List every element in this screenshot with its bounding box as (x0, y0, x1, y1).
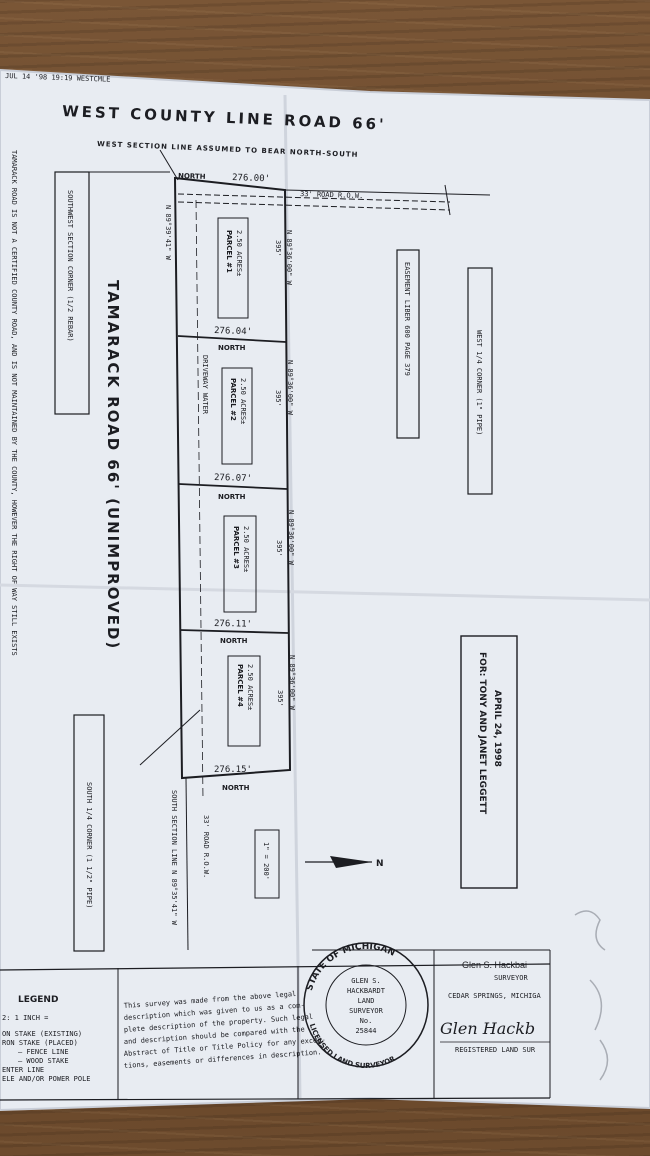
legend: LEGEND 2: 1 INCH = ON STAKE (EXISTING) R… (2, 995, 91, 1083)
easement-box (396, 249, 420, 439)
parcel-4-length: 395' (276, 690, 284, 707)
scale-box (254, 829, 280, 899)
surveyor-info: Glen S. Hackbai SURVEYOR CEDAR SPRINGS, … (440, 960, 550, 1054)
parcel-4-area: 2.50 ACRES± (246, 664, 254, 710)
north-label-top: NORTH (178, 172, 206, 181)
parcel-2-north: NORTH (218, 344, 246, 352)
paper-fold (0, 583, 650, 602)
row-note-south: 33' ROAD R.O.W. (202, 815, 210, 878)
surveyor-signature: Glen Hackb (440, 1019, 535, 1038)
parcel-2-name: PARCEL #2 (229, 378, 237, 421)
easement-text: EASEMENT LIBER 600 PAGE 379 (403, 262, 411, 376)
seal-center-line: SURVEYOR (349, 1007, 384, 1015)
parcel-1-west-bearing: N 89°39'41" W (164, 205, 172, 261)
row-note: 33' ROAD R.O.W. (300, 190, 363, 200)
parcel-3-north: NORTH (218, 493, 246, 501)
scale-text: 1" = 200' (262, 842, 270, 880)
client-date: APRIL 24, 1998 (492, 690, 502, 767)
south-corner-text: SOUTH 1/4 CORNER (1 1/2" PIPE) (85, 782, 93, 908)
legend-item: — WOOD STAKE (18, 1057, 69, 1065)
parcel-1: PARCEL #1 2.50 ACRES± 276.04' N 89°36'00… (164, 205, 293, 337)
road-name: TAMARACK ROAD 66' (UNIMPROVED) (104, 280, 122, 650)
legend-item: ON STAKE (EXISTING) (2, 1030, 82, 1038)
southwest-corner-text: SOUTHWEST SECTION CORNER (1/2 REBAR) (66, 190, 74, 342)
client-name: FOR: TONY AND JANET LEGGETT (477, 652, 487, 815)
surveyor-name: Glen S. Hackbai (462, 960, 527, 970)
parcel-2-bearing: N 89°36'00" W (286, 360, 294, 416)
legend-title: LEGEND (18, 995, 58, 1005)
driveway-label: DRIVEWAY WATER (201, 355, 209, 415)
top-width: 276.00' (232, 173, 270, 184)
parcel-4-width: 276.15' (214, 765, 252, 775)
parcel-4-name: PARCEL #4 (236, 664, 244, 707)
pencil-marks (574, 910, 609, 1081)
parcel-1-name: PARCEL #1 (225, 230, 233, 273)
south-corner-box (73, 714, 105, 952)
road-disclaimer: TAMARACK ROAD IS NOT A CERTIFIED COUNTY … (10, 150, 18, 656)
parcel-2-width: 276.07' (214, 473, 252, 484)
registered-label: REGISTERED LAND SUR (455, 1046, 536, 1054)
west-corner-box (467, 267, 493, 495)
parcel-3-bearing: N 89°36'00" W (287, 510, 295, 566)
fax-stamp: JUL 14 '98 19:19 WESTCMLE (5, 72, 111, 84)
parcel-1-length: 395' (274, 240, 282, 257)
legend-item: — FENCE LINE (18, 1048, 69, 1056)
surveyor-city: CEDAR SPRINGS, MICHIGA (448, 992, 542, 1000)
seal-center-line: LAND (358, 997, 375, 1005)
parcel-1-area: 2.50 ACRES± (235, 230, 243, 276)
parcel-outline (173, 176, 491, 951)
parcel-2: NORTH PARCEL #2 2.50 ACRES± DRIVEWAY WAT… (201, 344, 294, 484)
seal-center-line: HACKBARDT (347, 987, 386, 995)
north-arrow-label: N (376, 859, 384, 869)
seal-center-line: 25844 (355, 1027, 376, 1035)
paper-fold (283, 94, 302, 1099)
surveyor-title: SURVEYOR (494, 974, 529, 982)
parcel-4-bearing: N 89°36'00" W (288, 655, 296, 711)
paper-sheet (0, 70, 650, 1110)
parcel-3-length: 395' (275, 540, 283, 557)
parcel-4-north-bottom: NORTH (222, 784, 250, 792)
parcel-2-length: 395' (274, 390, 282, 407)
parcel-3-width: 276.11' (214, 619, 252, 630)
seal-center-line: GLEN S. (351, 977, 381, 985)
west-corner-text: WEST 1/4 CORNER (1" PIPE) (475, 330, 483, 435)
legend-item: ELE AND/OR POWER POLE (2, 1075, 91, 1083)
legend-item: RON STAKE (PLACED) (2, 1039, 78, 1047)
parcel-2-area: 2.50 ACRES± (239, 378, 247, 424)
client-box (460, 635, 518, 889)
southwest-corner-box (54, 171, 90, 415)
parcel-1-bearing: N 89°36'00" W (285, 230, 293, 286)
parcel-4: NORTH PARCEL #4 2.50 ACRES± 276.15' N 89… (214, 637, 296, 792)
seal-center-line: No. (360, 1017, 373, 1025)
parcel-3-name: PARCEL #3 (232, 526, 240, 569)
parcel-4-north: NORTH (220, 637, 248, 645)
legal-note: This survey was made from the above lega… (124, 990, 326, 1070)
parcel-3: NORTH PARCEL #3 2.50 ACRES± 276.11' N 89… (214, 493, 295, 630)
parcel-3-area: 2.50 ACRES± (242, 526, 250, 572)
parcel-1-width: 276.04' (214, 326, 252, 337)
north-arrow-icon: N (305, 856, 384, 869)
legend-item: ENTER LINE (2, 1066, 44, 1074)
south-section-line: SOUTH SECTION LINE N 89°35'41" W (170, 790, 178, 926)
legend-scale: 2: 1 INCH = (2, 1014, 48, 1022)
